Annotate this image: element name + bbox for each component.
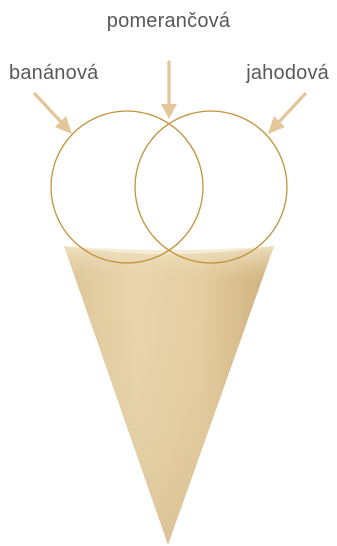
scoop-left-circle bbox=[51, 111, 203, 263]
arrow-top-icon bbox=[161, 62, 177, 119]
label-pomerancova: pomerančová bbox=[0, 9, 337, 33]
arrow-left-icon bbox=[35, 94, 72, 134]
label-bananova: banánová bbox=[9, 61, 98, 85]
label-jahodova: jahodová bbox=[246, 61, 329, 85]
cone-shading bbox=[64, 246, 274, 545]
scoop-right-circle bbox=[135, 111, 287, 263]
arrow-right-icon bbox=[268, 94, 305, 134]
